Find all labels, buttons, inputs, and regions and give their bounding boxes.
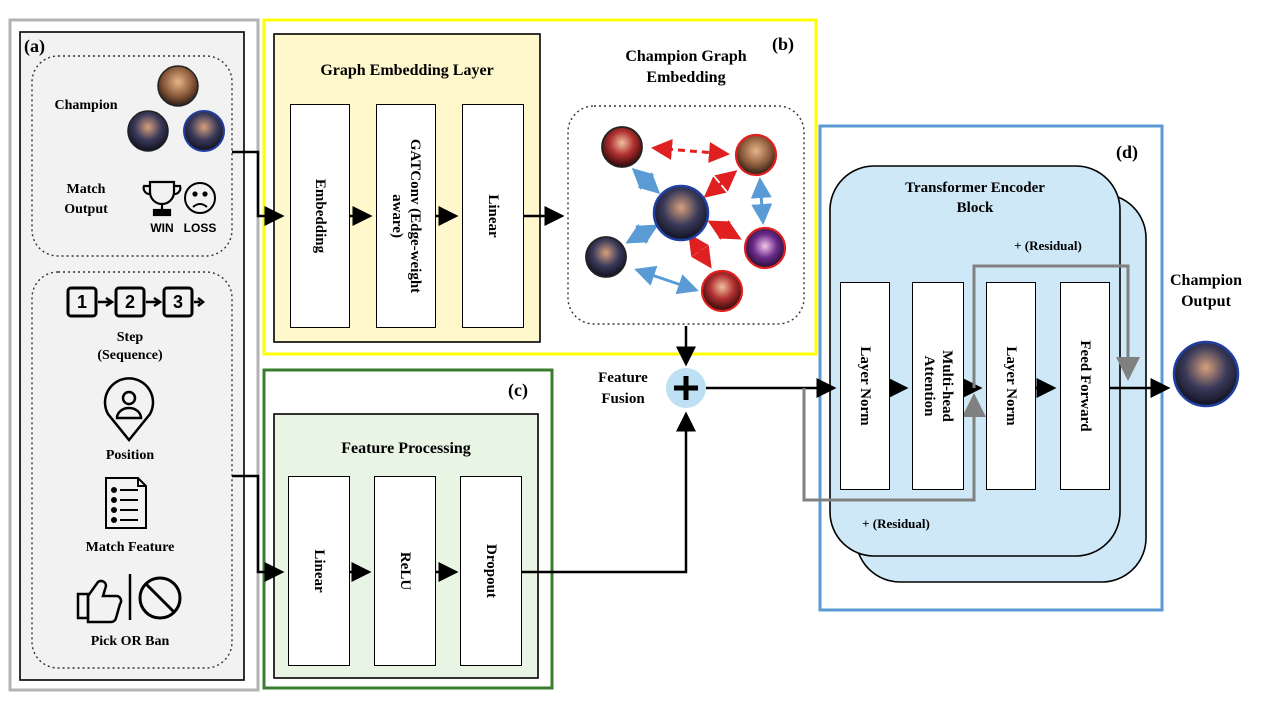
relu-block: ReLU <box>374 476 436 666</box>
champion-label: Champion <box>54 98 118 113</box>
pick-or-ban-label: Pick OR Ban <box>90 634 170 649</box>
champion-output-label: Champion Output <box>1169 272 1243 310</box>
graph-edges <box>625 139 773 295</box>
feature-processing-title: Feature Processing <box>341 440 471 457</box>
champion-avatar-left <box>127 110 169 152</box>
panel-a-label: (a) <box>24 36 45 56</box>
loss-label: LOSS <box>183 221 217 235</box>
match-feature-icon <box>105 477 147 529</box>
step-label: Step <box>116 330 144 345</box>
panel-b-border <box>262 18 818 356</box>
champion-avatar-right <box>183 110 225 152</box>
match-output-label: Match Output <box>64 182 108 217</box>
gatconv-block: GATConv (Edge-weight aware) <box>376 104 436 328</box>
panel-c-label: (c) <box>508 380 528 400</box>
panel-b-label: (b) <box>772 34 794 54</box>
layer-norm-1-block: Layer Norm <box>840 282 890 490</box>
graph-node-center <box>652 184 710 242</box>
graph-embedding-output-box <box>567 105 805 325</box>
residual-connectors <box>802 264 1140 502</box>
win-label: WIN <box>150 221 174 235</box>
graph-node-3 <box>585 236 627 278</box>
feature-fusion-node <box>666 368 706 408</box>
step-icons <box>66 286 206 318</box>
step-number-2: 2 <box>124 292 135 312</box>
multi-head-attention-block: Multi-head Attention <box>912 282 964 490</box>
feature-fusion-label: Feature Fusion <box>598 370 648 407</box>
feed-forward-block: Feed Forward <box>1060 282 1110 490</box>
layer-norm-2-block: Layer Norm <box>986 282 1036 490</box>
trophy-icon <box>142 180 182 217</box>
panel-a-outer <box>8 18 260 692</box>
residual-bottom-label: + (Residual) <box>862 516 930 531</box>
champion-output-avatar <box>1172 340 1240 408</box>
panel-d-border <box>818 124 1164 612</box>
ban-icon <box>138 576 182 620</box>
position-label: Position <box>105 448 155 463</box>
panel-d-label: (d) <box>1116 142 1138 162</box>
panel-a-group-bottom <box>31 271 233 669</box>
graph-node-1 <box>601 126 643 168</box>
feature-linear-block: Linear <box>288 476 350 666</box>
champion-graph-embedding-title: Champion Graph Embedding <box>625 48 747 86</box>
match-feature-label: Match Feature <box>85 540 175 555</box>
step-sublabel: (Sequence) <box>97 348 163 363</box>
champion-avatar-top <box>157 65 199 107</box>
embedding-block: Embedding <box>290 104 350 328</box>
dropout-block: Dropout <box>460 476 522 666</box>
transformer-title: Transformer Encoder Block <box>905 180 1045 216</box>
step-number-3: 3 <box>172 292 183 312</box>
graph-node-5 <box>700 269 744 313</box>
graph-linear-block: Linear <box>462 104 524 328</box>
thumbs-up-icon <box>76 579 123 624</box>
graph-node-4 <box>743 226 787 270</box>
sad-face-icon <box>184 182 216 214</box>
panel-a-group-top <box>31 55 233 257</box>
graph-embedding-title: Graph Embedding Layer <box>320 62 494 79</box>
connectors <box>232 150 1171 582</box>
residual-top-label: + (Residual) <box>1014 238 1082 253</box>
panel-c-border <box>262 368 554 690</box>
position-pin-icon <box>103 377 155 442</box>
graph-node-2 <box>734 133 778 177</box>
step-number-1: 1 <box>76 292 87 312</box>
